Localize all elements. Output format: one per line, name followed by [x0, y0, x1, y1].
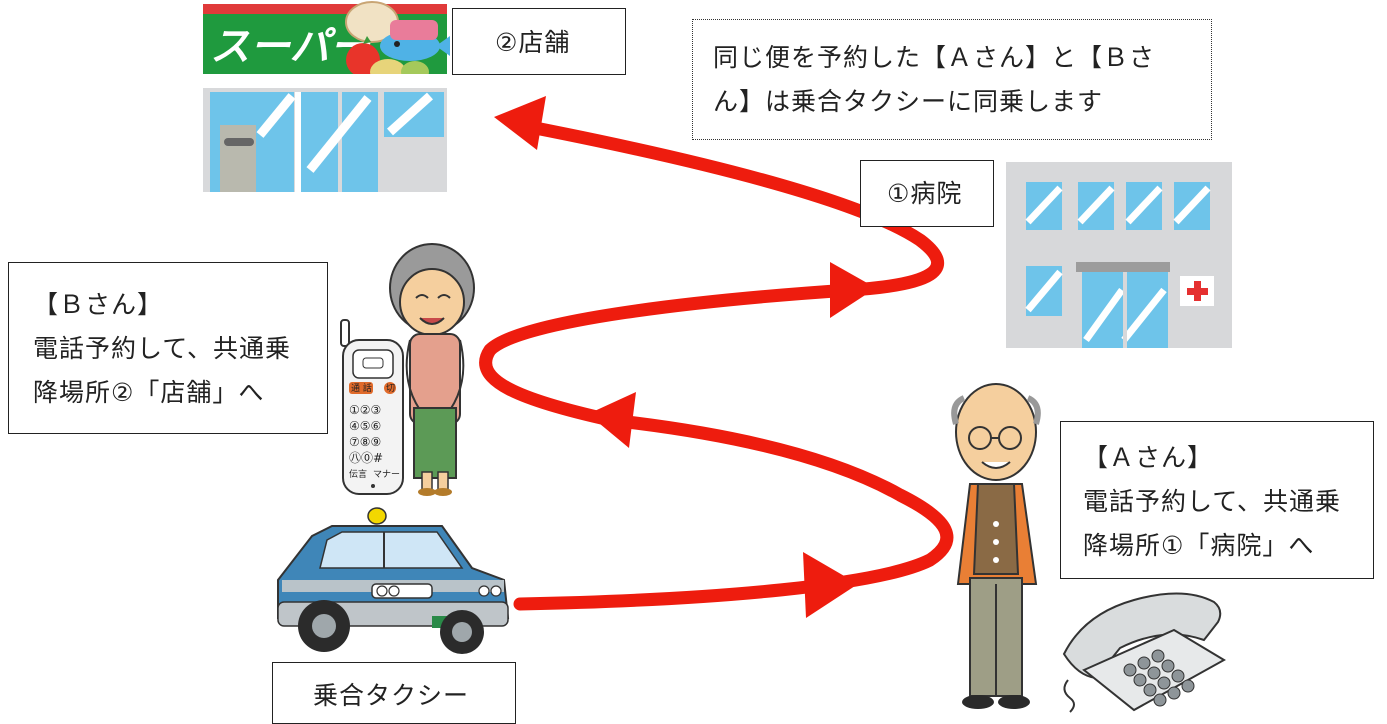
grandmother-icon	[389, 243, 475, 496]
shared-ride-note-line-1: 同じ便を予約した【Ａさん】と【Ｂさ	[713, 43, 1156, 72]
person-a-line-1: 電話予約して、共通乗	[1083, 487, 1342, 516]
hospital-icon	[1006, 162, 1232, 348]
taxi-icon	[277, 507, 510, 654]
person-a-title: 【Ａさん】	[1083, 443, 1214, 472]
person-b-title: 【Ｂさん】	[33, 290, 164, 319]
phone-row-4: ㊇⓪#	[349, 451, 383, 465]
shared-ride-note-line-2: ん】は乗合タクシーに同乗します	[713, 87, 1104, 116]
person-a-card: 【Ａさん】 電話予約して、共通乗 降場所①「病院」へ	[1060, 421, 1374, 579]
phone-row-3: ⑦⑧⑨	[349, 435, 381, 449]
phone-memo-key: 伝言	[349, 468, 367, 480]
desk-phone-icon	[1062, 592, 1226, 713]
arrow-head-to-store	[494, 96, 546, 150]
arrow-head-to-b-lower	[588, 392, 636, 448]
store-label: ②店舗	[452, 8, 626, 75]
phone-call-key: 通 話	[351, 382, 372, 394]
route-segment-a-to-b	[479, 283, 857, 427]
taxi-label-text: 乗合タクシー	[313, 681, 470, 710]
arrow-head-to-hospital	[830, 262, 876, 318]
grandfather-icon	[951, 383, 1041, 709]
cellphone-icon: 通 話 切 ①②③ ④⑤⑥ ⑦⑧⑨ ㊇⓪# 伝言 マナー	[340, 319, 404, 495]
person-b-line-2: 降場所②「店舗」へ	[33, 378, 265, 407]
shared-ride-note: 同じ便を予約した【Ａさん】と【Ｂさ ん】は乗合タクシーに同乗します	[692, 19, 1212, 140]
phone-end-key: 切	[386, 383, 395, 394]
store-sign-text: スーパー	[210, 24, 372, 70]
person-a-line-2: 降場所①「病院」へ	[1083, 531, 1315, 560]
hospital-label-text: ①病院	[887, 179, 963, 208]
person-b-line-1: 電話予約して、共通乗	[33, 334, 292, 363]
phone-row-1: ①②③	[349, 403, 381, 417]
arrow-head-to-a	[803, 552, 858, 618]
hospital-label: ①病院	[860, 160, 994, 227]
taxi-label: 乗合タクシー	[272, 662, 516, 724]
person-b-card: 【Ｂさん】 電話予約して、共通乗 降場所②「店舗」へ	[8, 262, 328, 434]
route-segment-taxi-to-a	[513, 413, 954, 611]
supermarket-icon: スーパー	[203, 1, 450, 192]
phone-row-2: ④⑤⑥	[349, 419, 381, 433]
phone-manner-key: マナー	[373, 469, 400, 480]
store-label-text: ②店舗	[495, 28, 571, 57]
